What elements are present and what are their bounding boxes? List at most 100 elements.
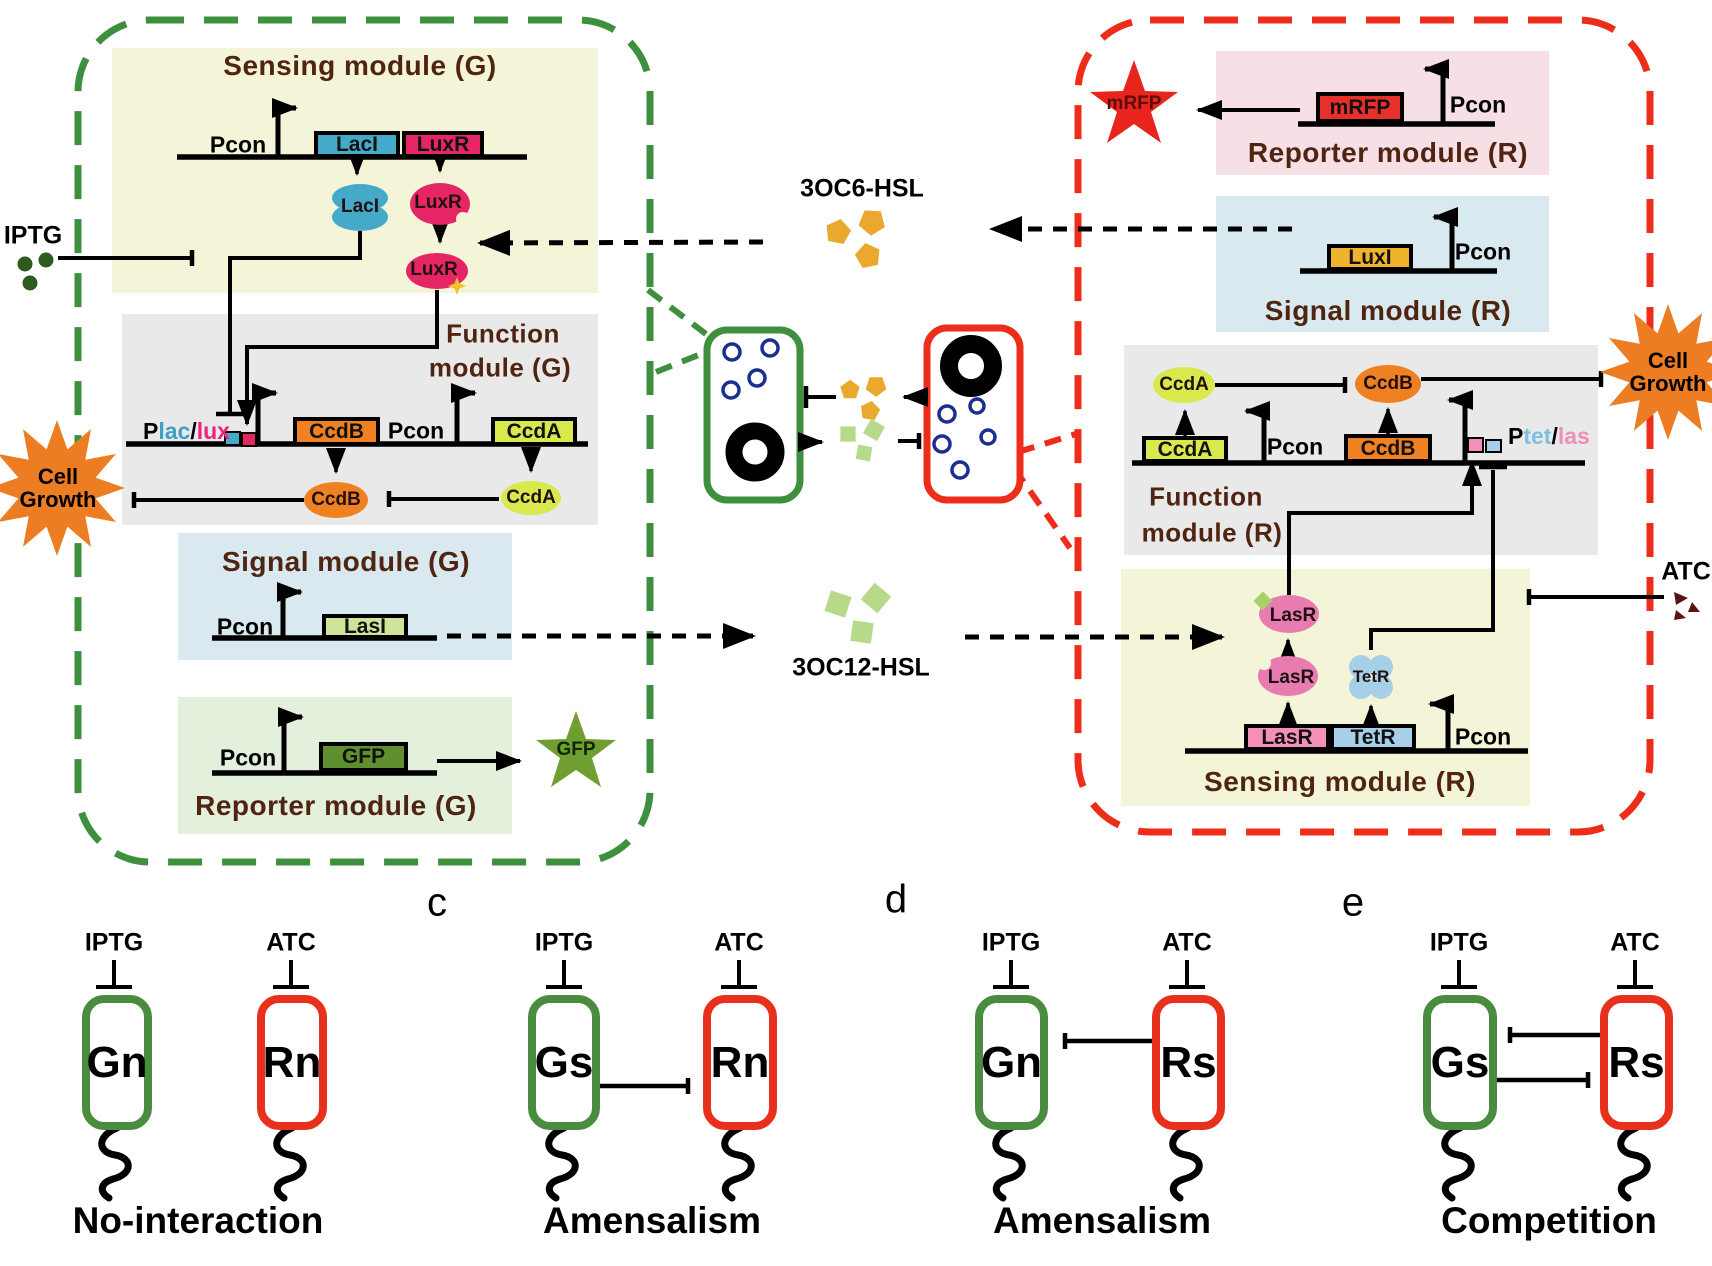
lasr-activation-path bbox=[1287, 460, 1482, 595]
pcon-label: Pcon bbox=[216, 613, 274, 640]
mrfp-star-label: mRFP bbox=[1106, 93, 1162, 114]
signal-module-r-title: Signal module (R) bbox=[1264, 295, 1512, 326]
promoter-arrow-icon bbox=[451, 383, 477, 444]
function-g-operators bbox=[224, 431, 257, 447]
hsl6-dashed-arrows bbox=[477, 216, 1292, 256]
luxr-bound-oval bbox=[406, 253, 468, 289]
tetr-clover-icon bbox=[1349, 655, 1393, 699]
reporter-module-r-title: Reporter module (R) bbox=[1247, 137, 1529, 168]
promoter-arrow-icon bbox=[277, 582, 303, 638]
hsl6-label: 3OC6-HSL bbox=[800, 174, 924, 203]
green-cell-connector-dashes bbox=[646, 287, 708, 375]
pcon-label: Pcon bbox=[1449, 91, 1507, 118]
red-strain-boundary bbox=[1074, 16, 1654, 836]
cell-growth-right-line2: Growth bbox=[1629, 371, 1707, 396]
luxr-activation-path bbox=[237, 290, 439, 426]
panel-inducer-tbars bbox=[96, 960, 1653, 989]
hsl12-label: 3OC12-HSL bbox=[792, 653, 930, 682]
laci-protein-label: LacI bbox=[340, 196, 380, 217]
panel-letter-d: d bbox=[884, 877, 908, 922]
reporter-module-g-title: Reporter module (G) bbox=[195, 790, 477, 821]
pcon-label: Pcon bbox=[1454, 723, 1512, 750]
p4-gs-cell: Gs bbox=[1423, 995, 1497, 1130]
gene-box-ccda-g: CcdA bbox=[491, 417, 577, 446]
gene-box-laci: LacI bbox=[314, 131, 400, 158]
promoter-arrow-icon bbox=[252, 383, 278, 444]
cell-growth-left-line1: Cell bbox=[37, 464, 79, 489]
laci-repression-path bbox=[228, 231, 362, 412]
gene-box-lasi: LasI bbox=[322, 614, 408, 639]
p3-caption: Amensalism bbox=[993, 1200, 1211, 1241]
sensing-module-g-title: Sensing module (G) bbox=[223, 50, 497, 81]
signal-module-g-title: Signal module (G) bbox=[221, 546, 471, 577]
p1-iptg-label: IPTG bbox=[84, 928, 144, 957]
promoter-arrow-left-icon bbox=[1428, 694, 1454, 751]
hsl6-molecules-icon bbox=[823, 203, 891, 270]
iptg-input-art bbox=[17, 250, 195, 291]
sensing-module-r-title: Sensing module (R) bbox=[1204, 766, 1476, 797]
gfp-star-label: GFP bbox=[556, 739, 596, 760]
gene-box-luxi: LuxI bbox=[1327, 244, 1413, 271]
p2-atc-label: ATC bbox=[714, 928, 764, 957]
p2-rn-cell: Rn bbox=[703, 995, 777, 1130]
plac-slash: / bbox=[190, 418, 197, 444]
gene-box-gfp: GFP bbox=[319, 742, 408, 772]
ccda-protein-label: CcdA bbox=[506, 487, 556, 508]
gene-box-lasr: LasR bbox=[1244, 724, 1330, 751]
iptg-label-g: IPTG bbox=[3, 221, 63, 250]
tetr-protein-label: TetR bbox=[1352, 667, 1390, 686]
p3-rs-cell: Rs bbox=[1152, 995, 1225, 1130]
sensing-g-proteins bbox=[332, 183, 470, 295]
function-module-g-title-2: module (G) bbox=[428, 352, 572, 383]
gs-inhibits-rs-line bbox=[1497, 1072, 1591, 1088]
plac-lux: lux bbox=[196, 418, 230, 444]
promoter-arrow-icon bbox=[278, 707, 304, 773]
p4-rs-cell: Rs bbox=[1600, 995, 1673, 1130]
function-module-r-title-2: module (R) bbox=[1141, 517, 1283, 548]
ccda-protein-label-r: CcdA bbox=[1159, 374, 1209, 395]
gfp-star-icon bbox=[536, 711, 616, 787]
rs-inhibits-gs-line bbox=[1507, 1027, 1600, 1043]
sensing-r-proteins bbox=[1253, 591, 1393, 699]
promoter-arrow-left-icon bbox=[1244, 401, 1270, 463]
p4-atc-label: ATC bbox=[1610, 928, 1660, 957]
pcon-label: Pcon bbox=[1454, 238, 1512, 265]
cell-growth-burst-left bbox=[0, 420, 125, 556]
promoter-arrow-icon bbox=[272, 98, 298, 157]
p2-caption: Amensalism bbox=[543, 1200, 761, 1241]
green-cell-icon bbox=[703, 326, 804, 504]
p1-rn-cell: Rn bbox=[257, 995, 327, 1130]
gene-box-mrfp: mRFP bbox=[1316, 92, 1404, 123]
plasmid-donut-icon bbox=[940, 335, 1002, 397]
intercell-exchange-art bbox=[798, 371, 928, 462]
ccdb-protein-label: CcdB bbox=[311, 489, 361, 510]
ptet-tet: tet bbox=[1523, 423, 1552, 449]
p1-caption: No-interaction bbox=[72, 1200, 324, 1241]
function-g-proteins bbox=[304, 481, 561, 518]
plac-lux-promoter-label: Plac/lux bbox=[143, 418, 230, 445]
plac-lac: lac bbox=[158, 418, 191, 444]
pcon-label: Pcon bbox=[219, 744, 277, 771]
gene-box-luxr: LuxR bbox=[402, 131, 484, 158]
pcon-label: Pcon bbox=[387, 417, 445, 444]
panel-letter-c: c bbox=[427, 880, 447, 925]
promoter-arrow-left-icon bbox=[1432, 207, 1458, 271]
luxr-protein-oval bbox=[410, 183, 470, 225]
lasr-protein-label: LasR bbox=[1267, 667, 1315, 688]
p1-gn-cell: Gn bbox=[82, 995, 152, 1130]
atc-label-r: ATC bbox=[1661, 557, 1711, 586]
function-r-operators bbox=[1467, 437, 1502, 453]
function-module-g-title-1: Function bbox=[446, 318, 560, 349]
pcon-label: Pcon bbox=[209, 131, 267, 158]
luxr-protein-label: LuxR bbox=[414, 192, 462, 213]
promoter-arrow-left-icon bbox=[1423, 59, 1449, 124]
panel-interaction-lines bbox=[600, 1027, 1600, 1094]
reporter-module-g-art bbox=[212, 707, 522, 776]
luxr-bound-label: LuxR bbox=[410, 259, 458, 280]
ptet-slash: / bbox=[1551, 423, 1558, 449]
hsl12-molecules-icon bbox=[824, 582, 892, 644]
p4-iptg-label: IPTG bbox=[1429, 928, 1489, 957]
red-cell-icon bbox=[923, 324, 1024, 504]
plac-p: P bbox=[143, 418, 159, 444]
